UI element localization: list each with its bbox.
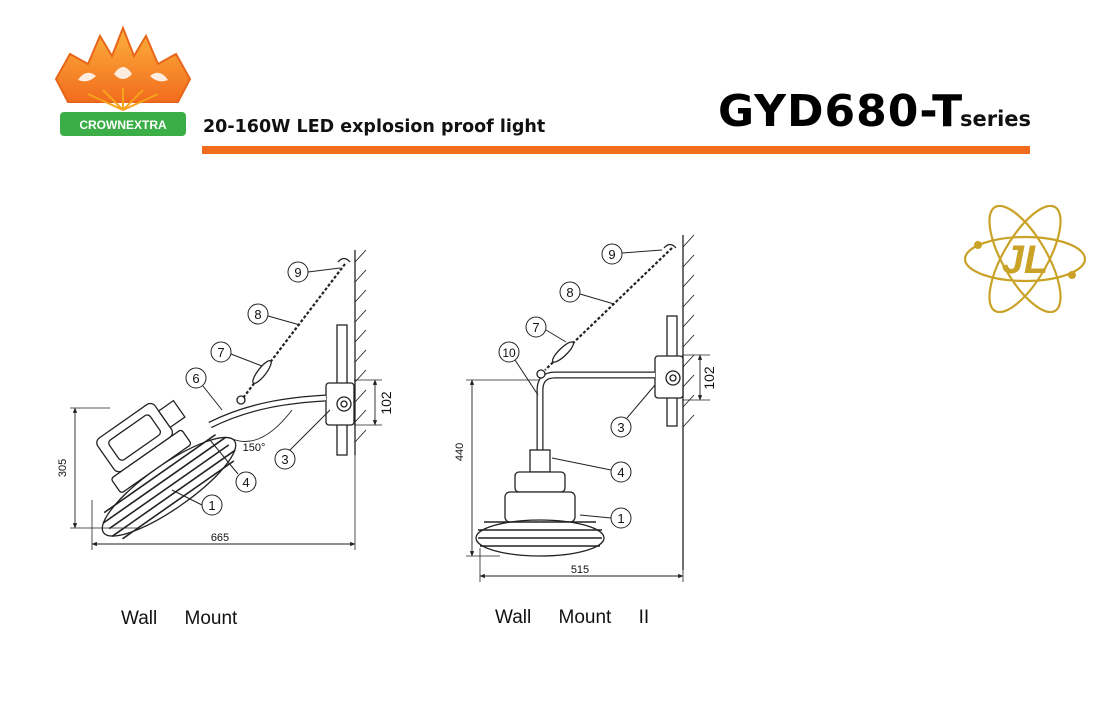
height-dimension: 305 (57, 459, 69, 477)
crownextra-logo: CROWNEXTRA (48, 24, 198, 142)
callout-9: 9 (294, 265, 301, 280)
callout-4: 4 (242, 475, 249, 490)
header-rule (202, 146, 1030, 154)
angle-label: 150° (243, 442, 266, 454)
caption-wall-mount-2: Wall Mount II (495, 607, 650, 628)
callout-4: 4 (617, 465, 624, 480)
wall-mount-1-drawing (70, 249, 382, 550)
callout-8: 8 (254, 307, 261, 322)
product-subtitle: 20-160W LED explosion proof light (203, 117, 546, 137)
callout-9: 9 (608, 247, 615, 262)
callout-10: 10 (502, 346, 516, 360)
callout-3: 3 (281, 452, 288, 467)
height-dimension: 440 (454, 443, 466, 461)
callout-6: 6 (192, 371, 199, 386)
wall-mount-2-labels: 9 8 7 10 3 4 1 515 440 102 (454, 247, 717, 576)
callout-1: 1 (617, 511, 624, 526)
bracket-dimension: 102 (378, 391, 394, 415)
series-label: series (960, 107, 1032, 131)
jl-logo: JL (960, 204, 1090, 314)
callout-7: 7 (217, 345, 224, 360)
bracket-dimension: 102 (701, 366, 717, 390)
callout-8: 8 (566, 285, 573, 300)
callout-3: 3 (617, 420, 624, 435)
brand-name: CROWNEXTRA (79, 118, 167, 132)
callout-7: 7 (532, 320, 539, 335)
wall-mount-2-drawing (466, 234, 710, 582)
partner-logo-text: JL (1002, 238, 1049, 282)
width-dimension: 665 (211, 532, 229, 544)
caption-wall-mount-1: Wall Mount (121, 608, 238, 629)
callout-1: 1 (208, 498, 215, 513)
width-dimension: 515 (571, 564, 589, 576)
mounting-drawing: 9 8 7 6 4 3 1 150° 665 305 102 (57, 234, 717, 582)
model-title: GYD680-T (718, 86, 964, 137)
wall-mount-1-labels: 9 8 7 6 4 3 1 150° 665 305 102 (57, 265, 394, 544)
